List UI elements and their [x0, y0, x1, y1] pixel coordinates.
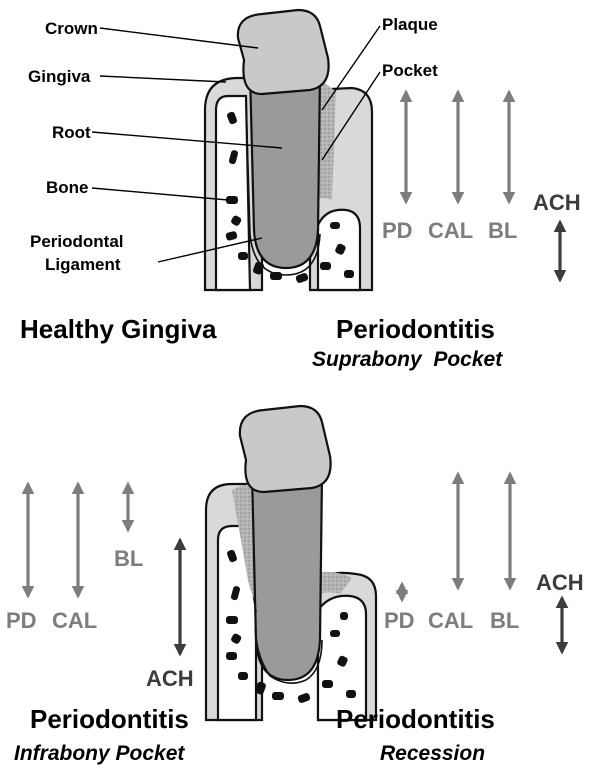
label-cal: CAL — [428, 218, 473, 243]
caption-periodontitis-infrabony: Periodontitis — [30, 704, 189, 734]
caption-healthy: Healthy Gingiva — [20, 314, 217, 344]
label-bl-recession: BL — [490, 608, 519, 633]
label-ach-infra: ACH — [146, 666, 194, 691]
tooth-root-bottom — [252, 474, 322, 680]
bone-left — [216, 96, 250, 290]
measures-recession: PD CAL BL ACH — [384, 474, 584, 652]
label-ach-recession: ACH — [536, 570, 584, 595]
subcaption-suprabony: Suprabony Pocket — [312, 348, 503, 371]
measures-suprabony: PD CAL BL ACH — [382, 92, 581, 280]
label-ach: ACH — [533, 190, 581, 215]
caption-periodontitis-recession: Periodontitis — [336, 704, 495, 734]
label-bl-infra: BL — [114, 546, 143, 571]
label-ligament-1: Periodontal — [30, 232, 124, 251]
label-ligament-2: Ligament — [45, 255, 121, 274]
label-pd-recession: PD — [384, 608, 415, 633]
label-pd: PD — [382, 218, 413, 243]
caption-periodontitis-top: Periodontitis — [336, 314, 495, 344]
subcaption-infrabony: Infrabony Pocket — [14, 742, 185, 765]
tooth-crown — [238, 10, 329, 94]
label-plaque: Plaque — [382, 15, 438, 34]
tooth-crown-bottom — [240, 406, 331, 492]
leader-gingiva — [100, 76, 226, 82]
label-gingiva: Gingiva — [28, 67, 91, 86]
tooth-bottom — [206, 406, 376, 720]
subcaption-recession: Recession — [380, 742, 485, 765]
label-crown: Crown — [45, 19, 98, 38]
leader-crown — [100, 28, 258, 48]
label-pocket: Pocket — [382, 61, 438, 80]
label-bl: BL — [488, 218, 517, 243]
label-root: Root — [52, 123, 91, 142]
measures-infrabony: BL PD CAL ACH — [6, 484, 194, 691]
label-pd-infra: PD — [6, 608, 37, 633]
label-bone: Bone — [46, 178, 89, 197]
label-cal-recession: CAL — [428, 608, 473, 633]
tooth-top — [205, 10, 372, 290]
label-cal-infra: CAL — [52, 608, 97, 633]
